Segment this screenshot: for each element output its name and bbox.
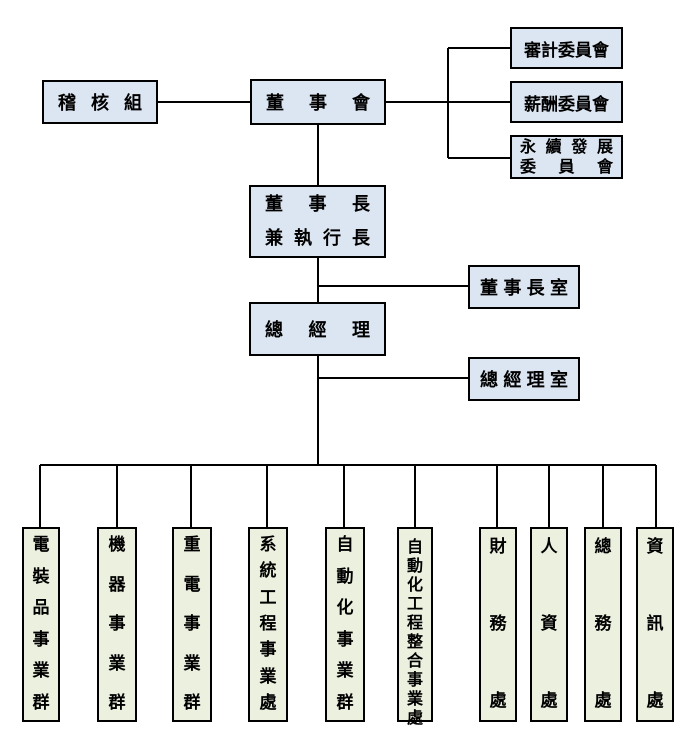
president-box: 總 經 理 [249, 302, 386, 356]
board-label: 董 事 會 [266, 93, 370, 114]
remuneration-committee-box: 薪酬委員會 [510, 81, 623, 123]
division-machinery: 機 器 事 業 群 [97, 527, 137, 722]
division-automation: 自 動 化 事 業 群 [325, 527, 365, 722]
president-office-label: 總 經 理 室 [480, 370, 568, 391]
division-system-engineering: 系 統 工 程 事 業 處 [248, 527, 288, 722]
chairman-line2: 兼 執 行 長 [265, 227, 370, 249]
division-heavy-electric: 重 電 事 業 群 [172, 527, 212, 722]
audit-committee-box: 審計委員會 [510, 27, 623, 69]
department-information: 資 訊 處 [636, 527, 674, 722]
chairman-office-label: 董 事 長 室 [480, 278, 568, 299]
board-box: 董 事 會 [250, 79, 386, 125]
chairman-box: 董 事 長 兼 執 行 長 [249, 185, 386, 258]
chairman-line1: 董 事 長 [265, 193, 370, 215]
sustainability-committee-line1: 永 續 發 展 [520, 137, 613, 156]
sustainability-committee-line2: 委 員 會 [520, 157, 613, 176]
audit-group-box: 稽 核 組 [42, 80, 158, 124]
audit-group-label: 稽 核 組 [58, 93, 142, 114]
department-finance: 財 務 處 [479, 527, 517, 722]
department-general-affairs: 總 務 處 [584, 527, 622, 722]
division-automation-engineering-integration: 自 動 化 工 程 整 合 事 業 處 [397, 527, 433, 727]
remuneration-committee-label: 薪酬委員會 [524, 94, 609, 115]
department-human-resources: 人 資 處 [530, 527, 568, 722]
audit-committee-label: 審計委員會 [524, 40, 609, 61]
sustainability-committee-box: 永 續 發 展 委 員 會 [510, 135, 623, 179]
division-electrical-parts: 電 裝 品 事 業 群 [22, 527, 60, 722]
president-label: 總 經 理 [265, 320, 370, 341]
president-office-box: 總 經 理 室 [468, 357, 580, 401]
chairman-office-box: 董 事 長 室 [468, 265, 580, 309]
